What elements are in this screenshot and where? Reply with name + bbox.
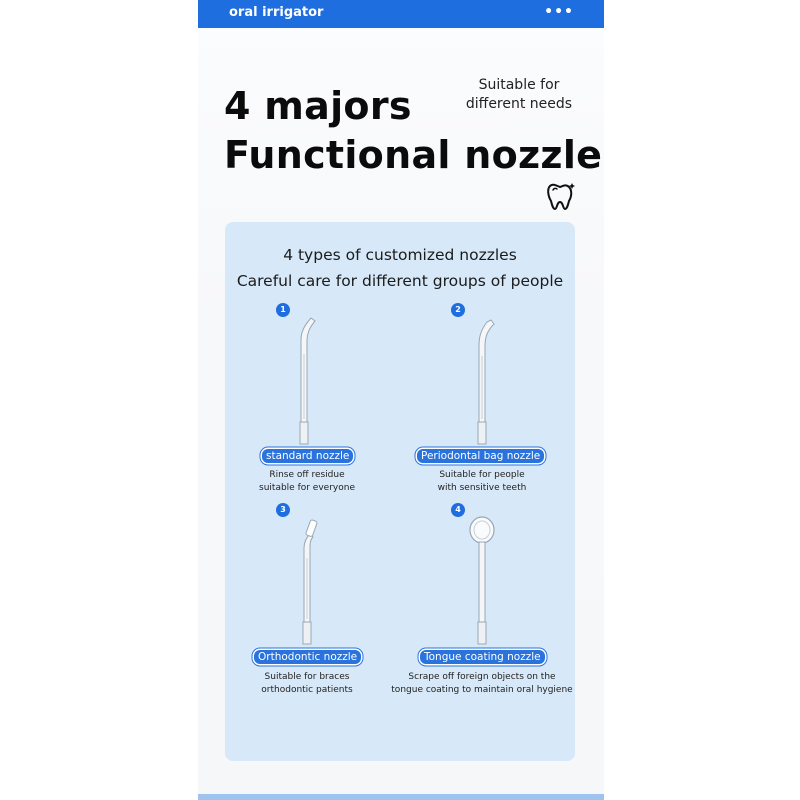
nozzle-description-line2: orthodontic patients [261,685,353,695]
hero-subtitle-line1: Suitable for [478,77,560,93]
standard-nozzle-image [299,317,316,445]
page-title: oral irrigator [229,5,324,20]
product-page: oral irrigator ••• 4 majors Functional n… [198,0,604,800]
nozzle-description-line2: suitable for everyone [259,483,355,493]
nozzle-description-line2: with sensitive teeth [437,483,527,493]
nozzle-description-line1: Suitable for braces [264,672,350,682]
nozzle-label-periodontal: Periodontal bag nozzle [417,449,545,463]
tongue-nozzle-image [469,516,495,645]
nozzle-label-orthodontic: Orthodontic nozzle [254,650,362,664]
nozzle-panel: 4 types of customized nozzles Careful ca… [225,222,575,761]
panel-heading-line2: Careful care for different groups of peo… [236,272,564,290]
nozzle-number-badge: 1 [276,303,290,317]
tooth-icon [547,183,575,210]
top-bar: oral irrigator ••• [198,0,604,28]
bottom-bar [198,794,604,800]
nozzle-number-badge: 3 [276,503,290,517]
panel-heading-line1: 4 types of customized nozzles [283,246,517,264]
nozzle-description: Suitable for braces orthodontic patients [212,671,402,697]
hero-subtitle-line2: different needs [465,96,573,112]
nozzle-description-line2: tongue coating to maintain oral hygiene [391,685,573,695]
nozzle-description-line1: Rinse off residue [269,470,345,480]
orthodontic-nozzle-image [302,519,318,645]
nozzle-label-standard: standard nozzle [262,449,354,463]
nozzle-label-tongue: Tongue coating nozzle [420,650,545,664]
hero-subtitle: Suitable for different needs [460,76,578,114]
hero-heading-line1: 4 majors [224,84,412,128]
nozzle-description: Scrape off foreign objects on the tongue… [387,671,577,697]
more-dots-icon[interactable]: ••• [544,4,574,20]
periodontal-nozzle-image [477,319,495,445]
nozzle-description: Rinse off residue suitable for everyone [212,469,402,495]
nozzle-description-line1: Suitable for people [439,470,525,480]
nozzle-description-line1: Scrape off foreign objects on the [408,672,556,682]
nozzle-number-badge: 4 [451,503,465,517]
nozzle-description: Suitable for people with sensitive teeth [387,469,577,495]
nozzle-number-badge: 2 [451,303,465,317]
hero-heading-line2: Functional nozzle [224,133,603,177]
